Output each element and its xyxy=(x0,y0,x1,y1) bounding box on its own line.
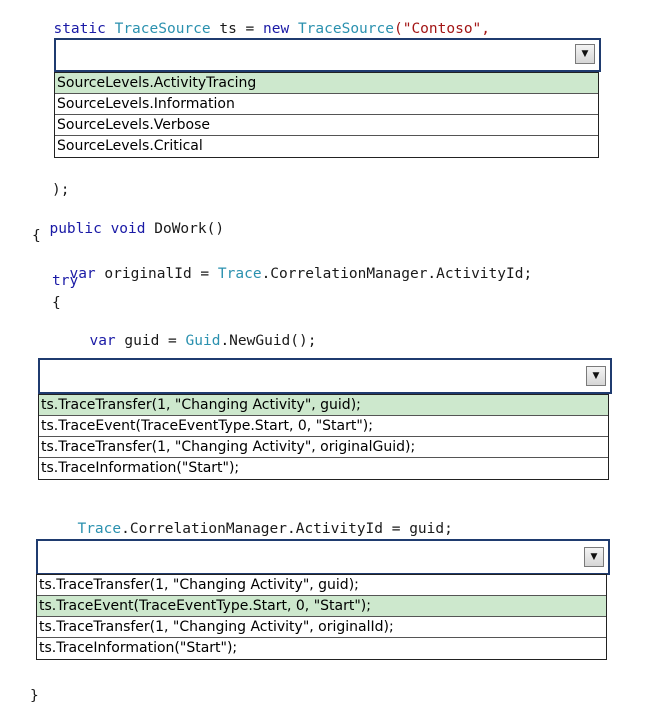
code-closing-brace: } xyxy=(30,688,39,704)
code-close-paren: ); xyxy=(52,182,70,198)
keyword-try: try xyxy=(52,273,79,289)
code-line-method-decl: public void DoWork() xyxy=(32,205,224,237)
dropdown-trace-call-2-box[interactable]: ▼ xyxy=(36,539,610,575)
code-line-closing-brace: } xyxy=(30,688,39,704)
type-trace-2: Trace xyxy=(77,521,122,537)
method-newguid: .NewGuid(); xyxy=(220,333,317,349)
dropdown-option[interactable]: SourceLevels.Verbose xyxy=(55,115,598,136)
member-activityid: .CorrelationManager.ActivityId; xyxy=(261,266,533,282)
dropdown-option[interactable]: SourceLevels.ActivityTracing xyxy=(55,73,598,94)
dropdown-trace-call-1-list: ts.TraceTransfer(1, "Changing Activity",… xyxy=(38,394,609,480)
var-guid: guid = xyxy=(124,333,177,349)
method-dowork: DoWork() xyxy=(154,221,225,237)
type-guid: Guid xyxy=(185,333,221,349)
dropdown-trace-call-2-list: ts.TraceTransfer(1, "Changing Activity",… xyxy=(36,574,607,660)
type-tracesource-ctor: TraceSource xyxy=(297,21,394,37)
type-tracesource: TraceSource xyxy=(114,21,211,37)
assign-activityid: .CorrelationManager.ActivityId = guid; xyxy=(121,521,453,537)
dropdown-trace-call-1-box[interactable]: ▼ xyxy=(38,358,612,394)
dropdown-option[interactable]: ts.TraceInformation("Start"); xyxy=(39,640,238,656)
var-ts: ts = xyxy=(219,21,255,37)
keyword-new: new xyxy=(263,21,290,37)
dropdown-option[interactable]: SourceLevels.Information xyxy=(55,94,598,115)
code-line-try-brace: { xyxy=(52,295,61,311)
dropdown-option[interactable]: SourceLevels.Critical xyxy=(57,138,203,154)
var-originalid: originalId = xyxy=(104,266,210,282)
code-line-open-brace: { xyxy=(32,228,41,244)
dropdown-option[interactable]: ts.TraceTransfer(1, "Changing Activity",… xyxy=(39,437,608,458)
code-line-set-activityid: Trace.CorrelationManager.ActivityId = gu… xyxy=(60,505,453,537)
keyword-public-void: public void xyxy=(49,221,146,237)
dropdown-option[interactable]: ts.TraceEvent(TraceEventType.Start, 0, "… xyxy=(39,416,608,437)
dropdown-option[interactable]: ts.TraceTransfer(1, "Changing Activity",… xyxy=(39,395,608,416)
code-line-close-paren: ); xyxy=(52,182,69,198)
code-open-brace: { xyxy=(32,228,41,244)
chevron-down-icon[interactable]: ▼ xyxy=(584,547,604,567)
keyword-var: var xyxy=(69,266,96,282)
dropdown-option[interactable]: ts.TraceInformation("Start"); xyxy=(41,460,240,476)
type-trace: Trace xyxy=(217,266,262,282)
code-line-originalid: var originalId = Trace.CorrelationManage… xyxy=(52,250,532,282)
dropdown-option[interactable]: ts.TraceTransfer(1, "Changing Activity",… xyxy=(37,617,606,638)
dropdown-option[interactable]: ts.TraceTransfer(1, "Changing Activity",… xyxy=(37,575,606,596)
code-line-try: try xyxy=(52,273,78,289)
dropdown-trace-call-2[interactable]: ▼ ts.TraceTransfer(1, "Changing Activity… xyxy=(36,539,610,660)
keyword-var-guid: var xyxy=(89,333,116,349)
code-try-brace: { xyxy=(52,295,61,311)
string-contoso: ("Contoso", xyxy=(393,21,491,37)
dropdown-trace-call-1[interactable]: ▼ ts.TraceTransfer(1, "Changing Activity… xyxy=(38,358,612,480)
dropdown-option[interactable]: ts.TraceEvent(TraceEventType.Start, 0, "… xyxy=(37,596,606,617)
keyword-static: static xyxy=(53,21,106,37)
dropdown-source-levels-box[interactable]: ▼ xyxy=(54,38,601,72)
chevron-down-icon[interactable]: ▼ xyxy=(586,366,606,386)
code-line-guid: var guid = Guid.NewGuid(); xyxy=(72,317,316,349)
chevron-down-icon[interactable]: ▼ xyxy=(575,44,595,64)
code-line-tracesource-decl: static TraceSource ts = new TraceSource(… xyxy=(36,5,490,37)
